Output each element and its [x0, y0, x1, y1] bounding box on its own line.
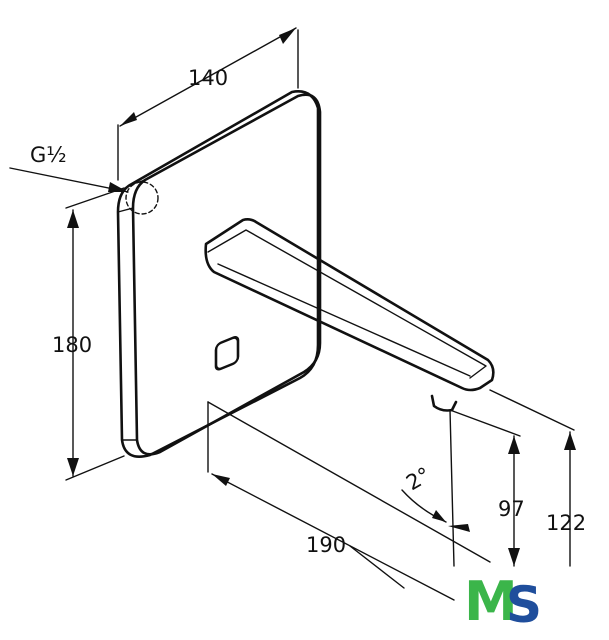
dim-190-label: 190	[306, 533, 346, 557]
spout-outline	[204, 218, 495, 392]
spout-inner-edge	[217, 263, 471, 377]
logo-letter-s: S	[506, 576, 542, 634]
dim-140-label: 140	[188, 66, 228, 90]
sensor-window-icon	[214, 336, 240, 371]
dim-g12: G½	[9, 143, 129, 193]
dim-180-label: 180	[52, 333, 92, 357]
wall-plate	[116, 90, 322, 458]
dim-97: 97	[449, 409, 525, 567]
dim-122: 122	[489, 389, 586, 567]
ms-logo: M S	[464, 570, 542, 634]
spout	[204, 218, 495, 412]
dim-180: 180	[52, 187, 125, 481]
dim-2deg: 2°	[401, 409, 470, 567]
dim-140: 140	[117, 27, 299, 181]
dim-122-label: 122	[546, 511, 586, 535]
connection-circle-g12	[125, 181, 159, 215]
dim-2deg-label: 2°	[402, 463, 435, 496]
logo-letter-m: M	[464, 570, 518, 633]
dim-97-label: 97	[498, 497, 525, 521]
spout-top-edge	[207, 229, 487, 379]
dim-190: 190	[207, 401, 491, 601]
wall-plate-front-face	[131, 93, 322, 456]
dim-g12-label: G½	[30, 143, 67, 167]
spout-aerator	[430, 394, 458, 412]
